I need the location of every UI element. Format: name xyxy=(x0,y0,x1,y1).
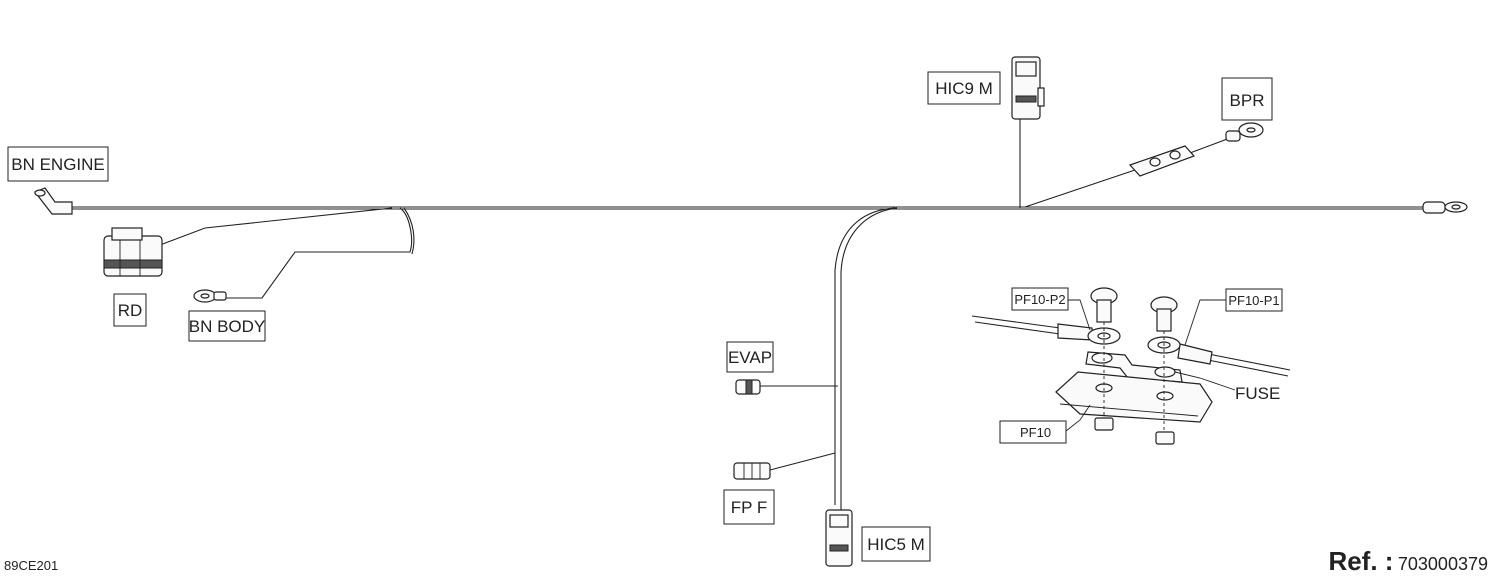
evap-connector xyxy=(735,379,761,395)
pf10-nut-right xyxy=(1155,431,1175,445)
rd-branch-wire xyxy=(159,207,415,299)
fpf-connector xyxy=(733,462,771,480)
pf10-nut-left xyxy=(1094,417,1114,431)
pf10-p1-terminal xyxy=(1177,343,1213,365)
label-hic9-m: HIC9 M xyxy=(927,71,1001,105)
label-pf10-p1: PF10-P1 xyxy=(1225,288,1283,312)
svg-text:FP F: FP F xyxy=(731,498,768,517)
fpf-branch-wire xyxy=(769,452,836,471)
label-fp-f: FP F xyxy=(723,489,775,525)
bpr-lead-wire xyxy=(1189,137,1231,154)
label-bn-engine: BN ENGINE xyxy=(7,146,109,182)
hic5-connector xyxy=(825,509,853,567)
bn-engine-terminal xyxy=(34,187,73,215)
pf10-p2-terminal xyxy=(1057,323,1093,341)
label-bn-body: BN BODY xyxy=(188,310,266,342)
pf10-fuse-assembly xyxy=(971,287,1291,445)
pf10-p1-bolt xyxy=(1150,296,1178,332)
ref-label: Ref. : xyxy=(1328,546,1394,576)
drawing-code: 89CE201 xyxy=(4,558,59,573)
lower-branch-wire xyxy=(834,207,898,515)
pf10-p2-bolt xyxy=(1090,287,1118,323)
svg-text:FUSE: FUSE xyxy=(1235,384,1280,403)
svg-text:BPR: BPR xyxy=(1230,91,1265,110)
right-end-terminal xyxy=(1422,201,1468,214)
svg-text:BN BODY: BN BODY xyxy=(189,317,266,336)
label-pf10: PF10 xyxy=(999,420,1067,444)
svg-text:HIC9 M: HIC9 M xyxy=(935,79,993,98)
svg-text:PF10: PF10 xyxy=(1020,425,1051,440)
label-evap: EVAP xyxy=(726,341,774,373)
label-bpr: BPR xyxy=(1221,77,1273,121)
bn-body-terminal xyxy=(193,289,227,303)
label-pf10-p2: PF10-P2 xyxy=(1011,287,1069,311)
bpr-terminal xyxy=(1225,122,1264,142)
svg-text:EVAP: EVAP xyxy=(728,348,772,367)
svg-text:HIC5 M: HIC5 M xyxy=(867,535,925,554)
label-rd: RD xyxy=(113,293,147,327)
svg-text:BN ENGINE: BN ENGINE xyxy=(11,155,105,174)
label-fuse: FUSE xyxy=(1235,384,1280,403)
pf10-block-body xyxy=(1055,371,1213,423)
rd-connector xyxy=(103,227,163,277)
svg-text:PF10-P1: PF10-P1 xyxy=(1228,293,1279,308)
hic9-connector xyxy=(1011,56,1045,120)
main-harness-wire xyxy=(70,206,1425,210)
label-hic5-m: HIC5 M xyxy=(861,526,931,562)
svg-text:RD: RD xyxy=(118,301,143,320)
bpr-branch-wire xyxy=(1024,169,1136,208)
bpr-fuse-holder xyxy=(1128,145,1196,177)
svg-text:PF10-P2: PF10-P2 xyxy=(1014,292,1065,307)
reference-number: Ref. : 703000379 xyxy=(1328,546,1488,577)
ref-value: 703000379 xyxy=(1397,554,1488,574)
